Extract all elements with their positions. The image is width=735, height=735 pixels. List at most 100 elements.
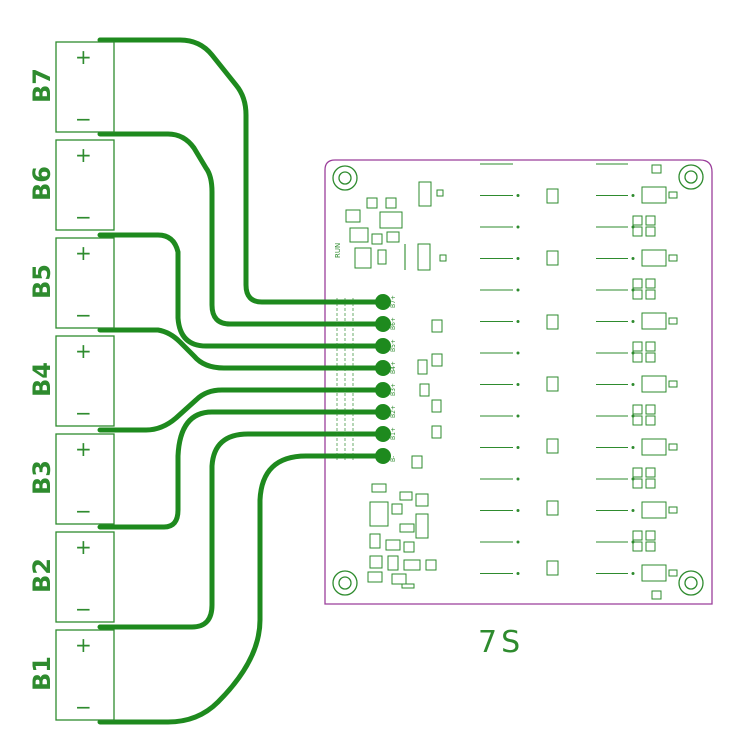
trace-b2plus	[97, 409, 386, 530]
resistor-footprint	[645, 278, 656, 289]
resistor-footprint	[369, 555, 383, 569]
battery-body	[55, 41, 115, 133]
resistor-footprint	[366, 197, 378, 209]
resistor-footprint	[391, 503, 403, 515]
plus-sign: +	[75, 437, 92, 461]
resistor-footprint	[645, 415, 656, 426]
pcb-components	[345, 163, 678, 600]
resistor-footprint	[401, 583, 415, 589]
minus-sign: −	[75, 205, 92, 229]
resistor-footprint	[387, 555, 399, 571]
resistor-footprint	[645, 226, 656, 237]
capacitor-footprint	[651, 590, 662, 600]
resistor-footprint	[419, 383, 430, 397]
pad-label: B7+	[390, 295, 397, 308]
mosfet-footprint	[641, 438, 667, 456]
pad-dot	[375, 316, 391, 332]
minus-sign: −	[75, 401, 92, 425]
battery-label: B5	[28, 264, 56, 299]
battery-body	[55, 139, 115, 231]
resistor-footprint	[645, 404, 656, 415]
resistor-footprint	[385, 197, 397, 209]
resistor-footprint	[645, 341, 656, 352]
resistor-footprint	[367, 571, 383, 583]
trace-bminus	[97, 453, 386, 725]
resistor-footprint	[645, 289, 656, 300]
ic-footprint	[369, 501, 389, 527]
resistor-footprint	[632, 404, 643, 415]
pad-dot	[375, 426, 391, 442]
capacitor-footprint	[546, 438, 559, 454]
minus-sign: −	[75, 107, 92, 131]
resistor-footprint	[417, 359, 428, 375]
mosfet-footprint	[641, 249, 667, 267]
pad-b6plus: B6+	[375, 316, 397, 332]
trace-b6plus	[97, 131, 386, 327]
trace-b1plus	[97, 431, 386, 630]
resistor-footprint	[431, 353, 443, 367]
resistor-footprint	[632, 215, 643, 226]
resistor-footprint	[645, 467, 656, 478]
pad-b4plus: B4+	[375, 360, 397, 376]
capacitor-footprint	[546, 376, 559, 392]
pad-b5plus: B5+	[375, 338, 397, 354]
resistor-footprint	[399, 523, 415, 533]
pad-label: B1+	[390, 427, 397, 440]
battery-cell-b3: B3+−	[28, 433, 115, 525]
plus-sign: +	[75, 241, 92, 265]
resistor-footprint	[399, 491, 413, 501]
resistor-footprint	[632, 289, 643, 300]
resistor-footprint	[385, 539, 401, 551]
battery-label: B3	[28, 460, 56, 495]
ic-footprint	[418, 181, 432, 207]
resistor-footprint	[415, 493, 429, 507]
battery-cells: B7+−B6+−B5+−B4+−B3+−B2+−B1+−	[28, 41, 115, 721]
trace-b7plus	[97, 37, 386, 305]
resistor-footprint	[369, 533, 381, 549]
mosfet-footprint	[641, 312, 667, 330]
pad-dot	[375, 404, 391, 420]
plus-sign: +	[75, 535, 92, 559]
plus-sign: +	[75, 45, 92, 69]
battery-cell-b4: B4+−	[28, 335, 115, 427]
battery-cell-b7: B7 + −	[28, 41, 115, 133]
ic-footprint	[415, 513, 429, 539]
resistor-footprint	[411, 455, 423, 469]
battery-cell-b1: B1+−	[28, 629, 115, 721]
resistor-footprint	[632, 341, 643, 352]
resistor-footprint	[632, 467, 643, 478]
resistor-footprint	[632, 478, 643, 489]
pad-dot	[375, 448, 391, 464]
battery-cell-b2: B2+−	[28, 531, 115, 623]
resistor-footprint	[645, 541, 656, 552]
resistor-footprint	[645, 478, 656, 489]
resistor-footprint	[439, 254, 447, 262]
pad-dot	[375, 338, 391, 354]
connector-pads: B7+ B6+ B5+ B4+ B3+ B2+ B1+ B-	[375, 294, 397, 464]
battery-label: B4	[28, 362, 56, 397]
board-outline	[324, 159, 713, 605]
plus-sign: +	[75, 633, 92, 657]
resistor-footprint	[632, 226, 643, 237]
resistor-footprint	[371, 483, 387, 493]
battery-body	[55, 335, 115, 427]
pcb-board: 7S RUN	[324, 159, 713, 660]
pad-bminus: B-	[375, 448, 397, 464]
battery-label: B7	[28, 68, 56, 103]
mosfet-footprint	[641, 564, 667, 582]
pad-label: B5+	[390, 339, 397, 352]
mosfet-footprint	[641, 501, 667, 519]
resistor-footprint	[668, 506, 678, 514]
pad-label: B3+	[390, 383, 397, 396]
capacitor-footprint	[546, 314, 559, 330]
trace-b5plus	[97, 232, 386, 349]
battery-body	[55, 237, 115, 329]
board-title: 7S	[478, 625, 524, 660]
ic-footprint	[354, 247, 372, 269]
battery-label: B2	[28, 558, 56, 593]
resistor-footprint	[377, 249, 387, 265]
pad-label: B2+	[390, 405, 397, 418]
minus-sign: −	[75, 303, 92, 327]
resistor-footprint	[391, 573, 407, 585]
battery-body	[55, 433, 115, 525]
